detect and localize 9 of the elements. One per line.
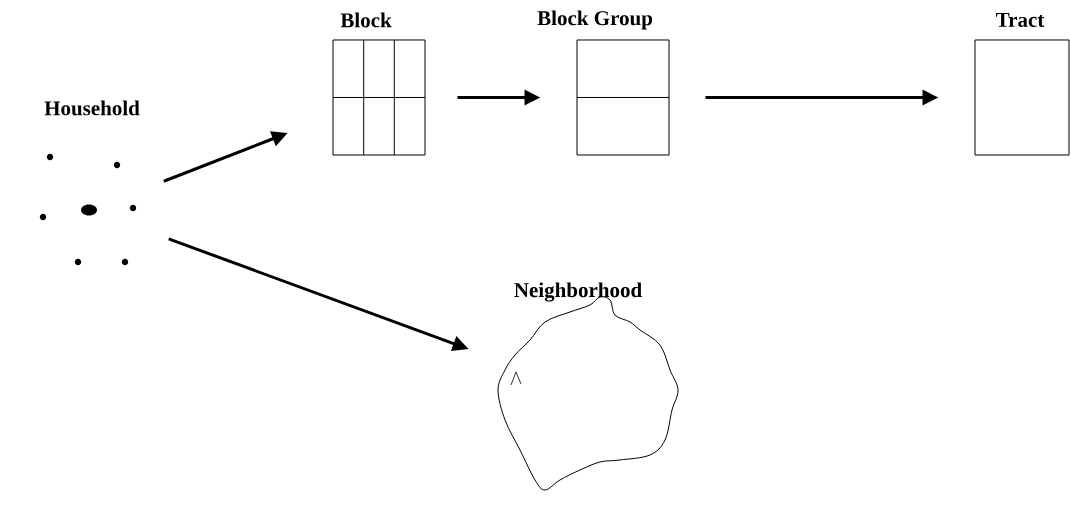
dots-drawing: Household: [39, 100, 140, 266]
grid-box: Tract: [974, 13, 1070, 156]
node-label: Household: [44, 100, 140, 116]
node-label: Block: [340, 12, 392, 28]
node-label: Tract: [996, 13, 1045, 27]
grid-box: Block Group: [537, 10, 670, 156]
node-label: Block Group: [537, 10, 653, 30]
grid-box: Block: [332, 12, 426, 156]
outline-drawing: Neighborhood: [497, 282, 679, 491]
